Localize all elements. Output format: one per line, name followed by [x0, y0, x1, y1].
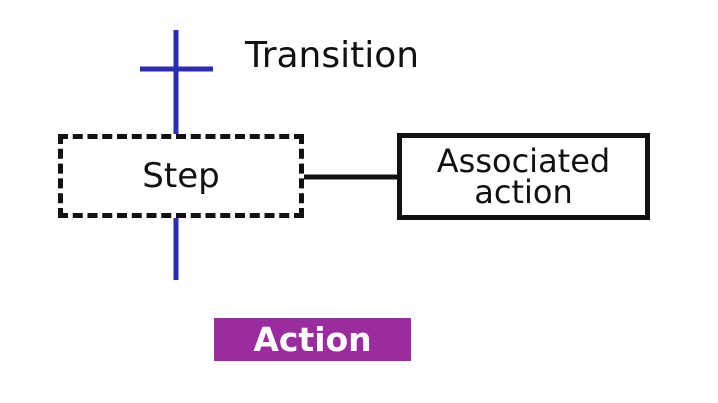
- associated-action-label: Associated action: [436, 141, 611, 211]
- step-box: Step: [58, 134, 304, 218]
- action-button-label: Action: [253, 319, 372, 359]
- step-label: Step: [142, 156, 220, 196]
- transition-label: Transition: [245, 35, 420, 76]
- action-button[interactable]: Action: [214, 318, 411, 361]
- associated-action-box: Associated action: [397, 133, 650, 220]
